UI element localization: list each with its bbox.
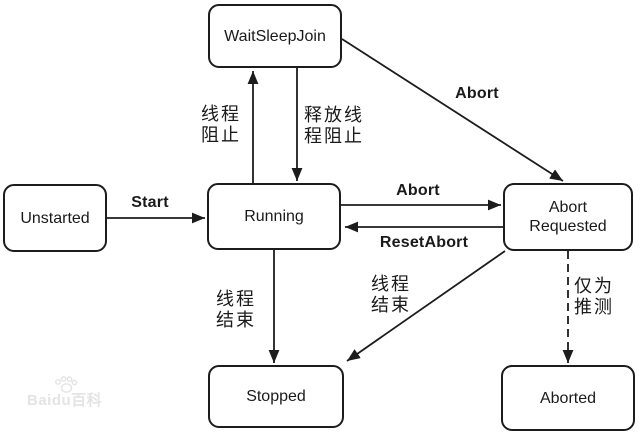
node-abort-requested: Abort Requested: [503, 183, 633, 251]
node-stopped: Stopped: [208, 365, 344, 428]
node-aborted-label: Aborted: [539, 389, 597, 407]
edge-label-thread-end-left: 线程 结束: [216, 289, 256, 330]
edge-label-abort-from-running: Abort: [396, 182, 440, 199]
node-waitsleepjoin-label: WaitSleepJoin: [224, 27, 326, 45]
edge-label-start: Start: [131, 194, 169, 211]
node-unstarted-label: Unstarted: [20, 209, 90, 227]
edge-abort-from-waitsleepjoin-arrow: [341, 38, 564, 182]
edge-label-release-thread-block: 释放线 程阻止: [304, 105, 364, 146]
paw-icon: [55, 376, 78, 393]
node-abort-requested-label: Abort Requested: [529, 199, 607, 235]
node-running-label: Running: [244, 208, 304, 225]
node-stopped-label: Stopped: [246, 388, 306, 405]
node-unstarted: Unstarted: [3, 184, 107, 252]
watermark-text: Baidu百科: [27, 392, 103, 409]
edge-thread-end-diag-arrow: [346, 250, 506, 362]
node-aborted: Aborted: [501, 365, 635, 431]
edge-label-resetabort: ResetAbort: [379, 234, 469, 251]
edge-label-thread-end-mid: 线程 结束: [371, 274, 411, 315]
node-waitsleepjoin: WaitSleepJoin: [208, 4, 342, 68]
edge-label-thread-block: 线程 阻止: [201, 104, 241, 145]
edge-label-speculation-only: 仅为 推测: [574, 276, 614, 317]
edge-label-abort-from-waitsleepjoin: Abort: [455, 85, 499, 102]
baidu-baike-watermark: Baidu百科: [27, 376, 127, 409]
node-running: Running: [207, 183, 341, 250]
